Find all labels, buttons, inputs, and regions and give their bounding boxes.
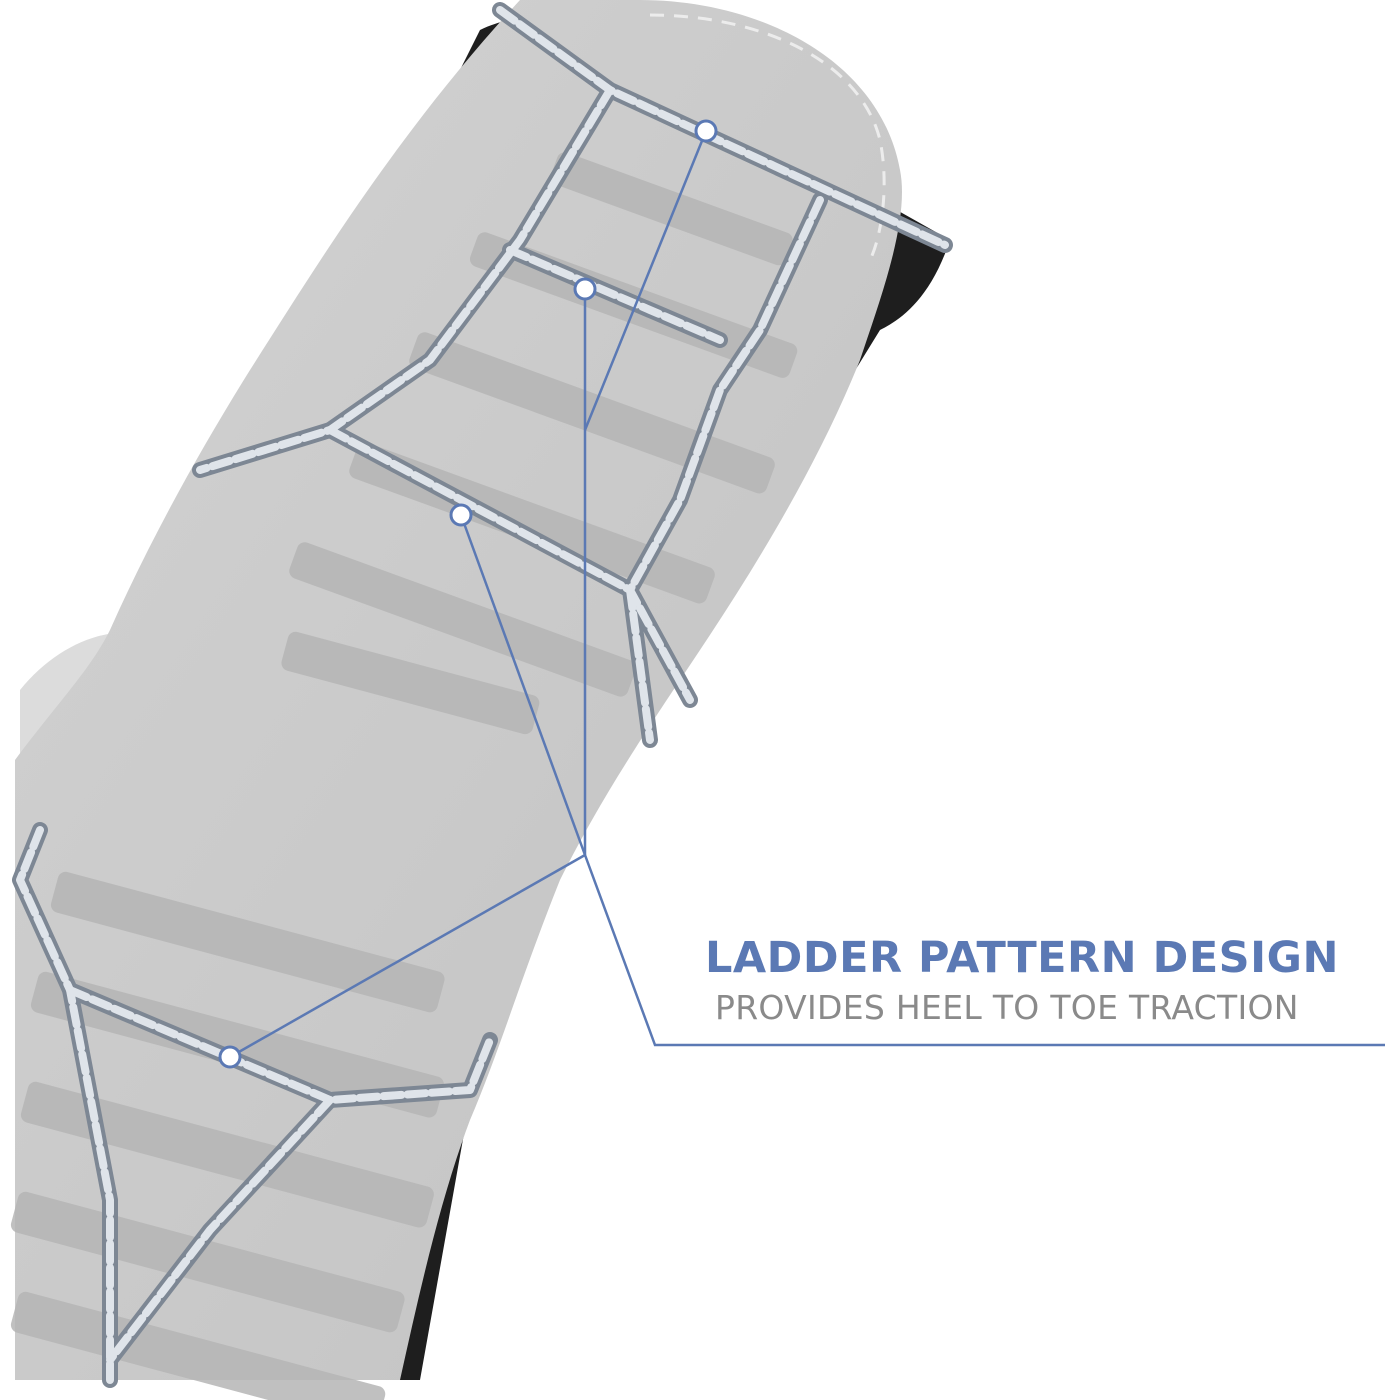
feature-headline: LADDER PATTERN DESIGN: [705, 933, 1339, 983]
callout-lines: [229, 130, 1385, 1059]
callout-markers: [218, 119, 718, 1069]
callout-dot-midsole: [449, 503, 473, 527]
callout-dot-toe: [694, 119, 718, 143]
traction-chains: [12, 2, 953, 1388]
toe-stitching: [649, 13, 886, 261]
sole-tread: [10, 152, 798, 1400]
feature-callout: LADDER PATTERN DESIGN PROVIDES HEEL TO T…: [705, 930, 1400, 1030]
callout-dot-heel: [218, 1045, 242, 1069]
feature-subline: PROVIDES HEEL TO TOE TRACTION: [715, 988, 1299, 1027]
callout-dot-forefoot: [573, 277, 597, 301]
